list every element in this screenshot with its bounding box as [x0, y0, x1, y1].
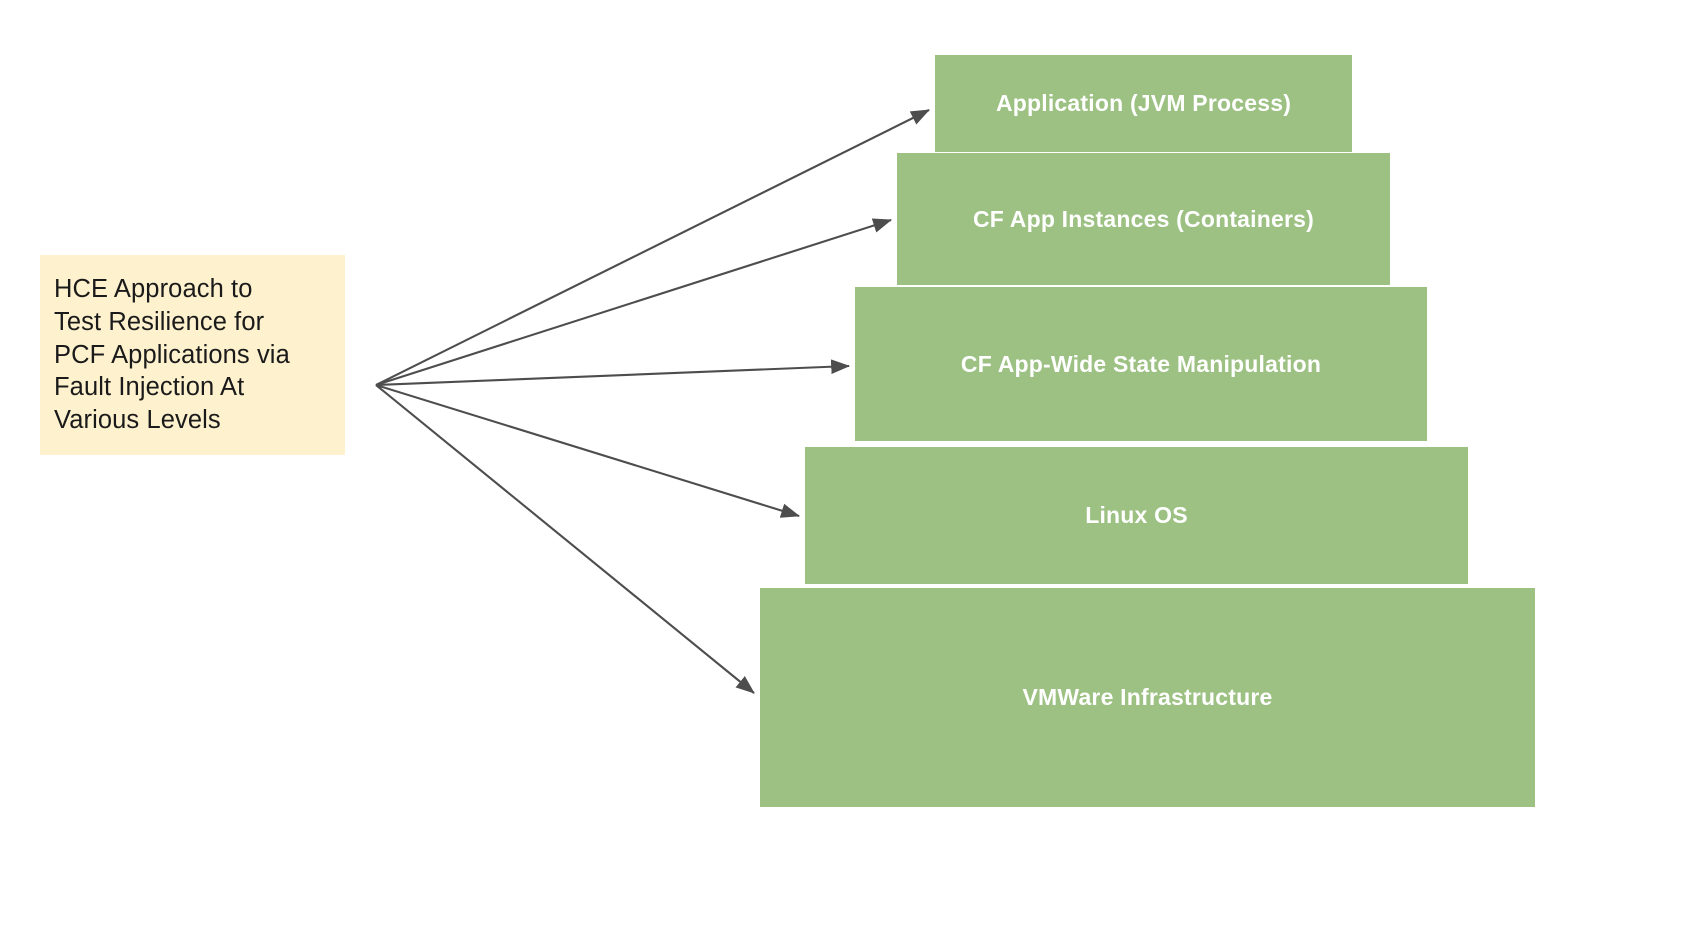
layer-box-vmware-infrastructure: VMWare Infrastructure — [760, 588, 1535, 807]
arrow-to-vmware-infrastructure — [375, 384, 755, 694]
layer-box-linux-os: Linux OS — [805, 447, 1468, 584]
arrow-to-linux-os — [375, 383, 801, 518]
arrow-to-cf-app-wide-state — [375, 359, 851, 387]
layer-box-label-cf-app-wide-state: CF App-Wide State Manipulation — [960, 350, 1322, 377]
layer-box-label-cf-app-instances: CF App Instances (Containers) — [972, 205, 1315, 232]
layer-box-application: Application (JVM Process) — [935, 55, 1352, 152]
arrow-to-application — [375, 109, 930, 386]
arrow-to-cf-app-instances — [375, 218, 892, 386]
layer-box-cf-app-wide-state: CF App-Wide State Manipulation — [855, 287, 1427, 441]
source-box-label: HCE Approach to Test Resilience for PCF … — [54, 274, 290, 435]
layer-box-label-vmware-infrastructure: VMWare Infrastructure — [1022, 684, 1273, 710]
source-box: HCE Approach to Test Resilience for PCF … — [40, 255, 345, 455]
layer-box-label-application: Application (JVM Process) — [995, 90, 1292, 116]
layer-box-label-linux-os: Linux OS — [1085, 502, 1188, 528]
layer-box-cf-app-instances: CF App Instances (Containers) — [897, 153, 1390, 285]
